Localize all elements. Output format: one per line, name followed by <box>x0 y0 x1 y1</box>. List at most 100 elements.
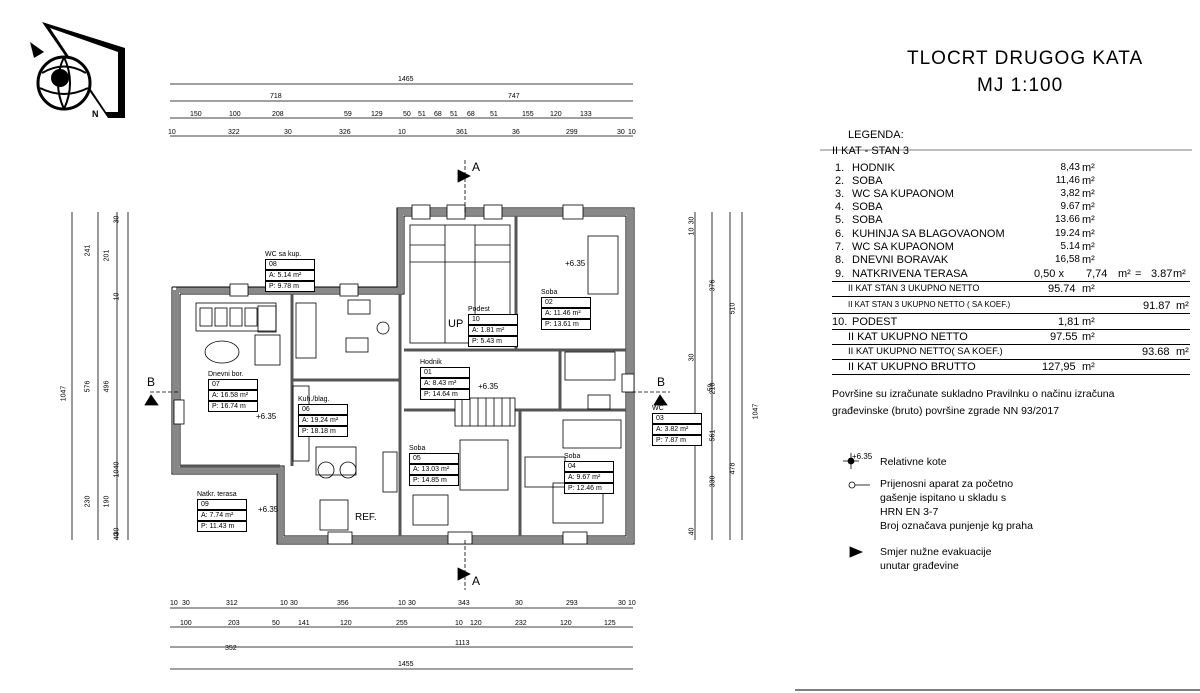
room-tag-a: A: 11.46 m² <box>541 308 591 319</box>
room-tag-no: 06 <box>298 404 348 415</box>
room-tag-name: Soba <box>541 289 558 296</box>
legend-room-unit: m² <box>1082 162 1095 174</box>
legend-room-name: SOBA <box>852 214 883 226</box>
legend-terrace-no: 9. <box>835 268 845 280</box>
dimension-label: 50 <box>403 111 411 118</box>
legend-divider <box>832 296 1190 297</box>
legend-netto3-koef-area: 91.87 <box>1143 300 1171 312</box>
dimension-label: 312 <box>226 600 238 607</box>
dimension-label: 230 <box>84 495 92 508</box>
dimension-label: 356 <box>337 600 349 607</box>
dimension-label: 203 <box>228 620 240 627</box>
evacuation-label-1: Smjer nužne evakuacije <box>880 546 992 558</box>
legend-section: II KAT - STAN 3 <box>832 145 910 157</box>
legend-netto3-area: 95.74 <box>1048 283 1076 295</box>
extinguisher-label-2: gašenje ispitano u skladu s <box>880 492 1007 504</box>
plan-elevation: +6.35 <box>256 412 277 421</box>
legend-netto3-koef-unit: m² <box>1176 300 1189 312</box>
dimension-label: 10 <box>628 129 636 136</box>
dimension-label: 299 <box>566 129 578 136</box>
room-tag-p: P: 7.87 m <box>652 435 702 446</box>
dimension-label: 10 <box>398 129 406 136</box>
room-tag-a: A: 8.43 m² <box>420 378 470 389</box>
legend-room-name: HODNIK <box>852 162 895 174</box>
legend-room-unit: m² <box>1082 241 1095 253</box>
room-tag-p: P: 12.46 m <box>564 483 614 494</box>
room-tag-p: P: 13.61 m <box>541 319 591 330</box>
dimension-label: 330 <box>709 475 717 488</box>
dimension-lines <box>71 83 743 670</box>
dimension-label: 201 <box>103 249 111 262</box>
legend-room-unit: m² <box>1082 214 1095 226</box>
north-arrow-logo: N <box>30 22 125 119</box>
legend-podest-name: PODEST <box>852 316 898 328</box>
legend-netto-koef-unit: m² <box>1176 346 1189 358</box>
legend-room-area: 19.24 <box>1054 228 1080 239</box>
exterior-walls <box>173 209 633 543</box>
dimension-label: 241 <box>84 244 92 257</box>
legend-room-name: KUHINJA SA BLAGOVAONOM <box>852 228 1005 240</box>
legend-podest-area: 1,81 <box>1058 316 1080 328</box>
legend-room-name: SOBA <box>852 201 883 213</box>
dimension-label: 496 <box>103 380 111 393</box>
dimension-label: 51 <box>490 111 498 118</box>
legend-symbols <box>843 453 870 558</box>
dimension-label: 1455 <box>398 661 414 668</box>
room-tag-no: 07 <box>208 379 258 390</box>
dimension-label: 10 <box>398 600 406 607</box>
room-tag-a: A: 13.03 m² <box>409 464 459 475</box>
legend-room-number: 8. <box>835 254 845 266</box>
dimension-label: 10 <box>280 600 288 607</box>
legend-terrace-area: 7,74 <box>1086 268 1108 280</box>
legend-divider <box>832 313 1190 314</box>
legend-netto-unit: m² <box>1082 331 1095 343</box>
dimension-label: 155 <box>522 111 534 118</box>
dimension-label: 30 <box>618 600 626 607</box>
dimension-label: 120 <box>340 620 352 627</box>
dimension-label: 747 <box>508 93 520 100</box>
dimension-label: 36 <box>512 129 520 136</box>
legend-room-name: SOBA <box>852 175 883 187</box>
legend-room-number: 1. <box>835 162 845 174</box>
dimension-label: 1465 <box>398 76 414 83</box>
dimension-label: 129 <box>371 111 383 118</box>
room-tag-name: WC <box>652 405 664 412</box>
dimension-label: 68 <box>434 111 442 118</box>
room-tag-p: P: 11.43 m <box>197 521 247 532</box>
legend-brutto-area: 127,95 <box>1042 361 1076 373</box>
room-tag-p: P: 5.43 m <box>468 336 518 347</box>
room-tag-a: A: 5.14 m² <box>265 270 315 281</box>
section-label-b-left: B <box>147 375 156 389</box>
legend-room-number: 4. <box>835 201 845 213</box>
room-tag-no: 09 <box>197 499 247 510</box>
evacuation-label-2: unutar građevine <box>880 560 959 572</box>
legend-brutto-unit: m² <box>1082 361 1095 373</box>
legend-netto3-unit: m² <box>1082 283 1095 295</box>
legend-room-unit: m² <box>1082 228 1095 240</box>
dimension-label: 50 <box>272 620 280 627</box>
legend-terrace-result-unit: m² <box>1173 268 1186 280</box>
legend-netto3-label: II KAT STAN 3 UKUPNO NETTO <box>848 283 980 293</box>
dimension-label: 120 <box>560 620 572 627</box>
room-tag-name: Soba <box>564 453 581 460</box>
svg-text:N: N <box>92 109 99 119</box>
legend-netto-koef-label: II KAT UKUPNO NETTO( SA KOEF.) <box>848 346 1003 357</box>
legend-room-unit: m² <box>1082 175 1095 187</box>
drawing-scale: MJ 1:100 <box>977 75 1064 96</box>
dimension-label: 68 <box>467 111 475 118</box>
dimension-label: 30 <box>688 216 696 225</box>
room-tag-a: A: 16.58 m² <box>208 390 258 401</box>
dimension-label: 232 <box>515 620 527 627</box>
extinguisher-label-4: Broj označava punjenje kg praha <box>880 520 1033 532</box>
dimension-label: 10 <box>170 600 178 607</box>
legend-heading: LEGENDA: <box>848 129 904 141</box>
dimension-label: 40 <box>113 532 121 541</box>
dimension-label: 10 <box>455 620 463 627</box>
